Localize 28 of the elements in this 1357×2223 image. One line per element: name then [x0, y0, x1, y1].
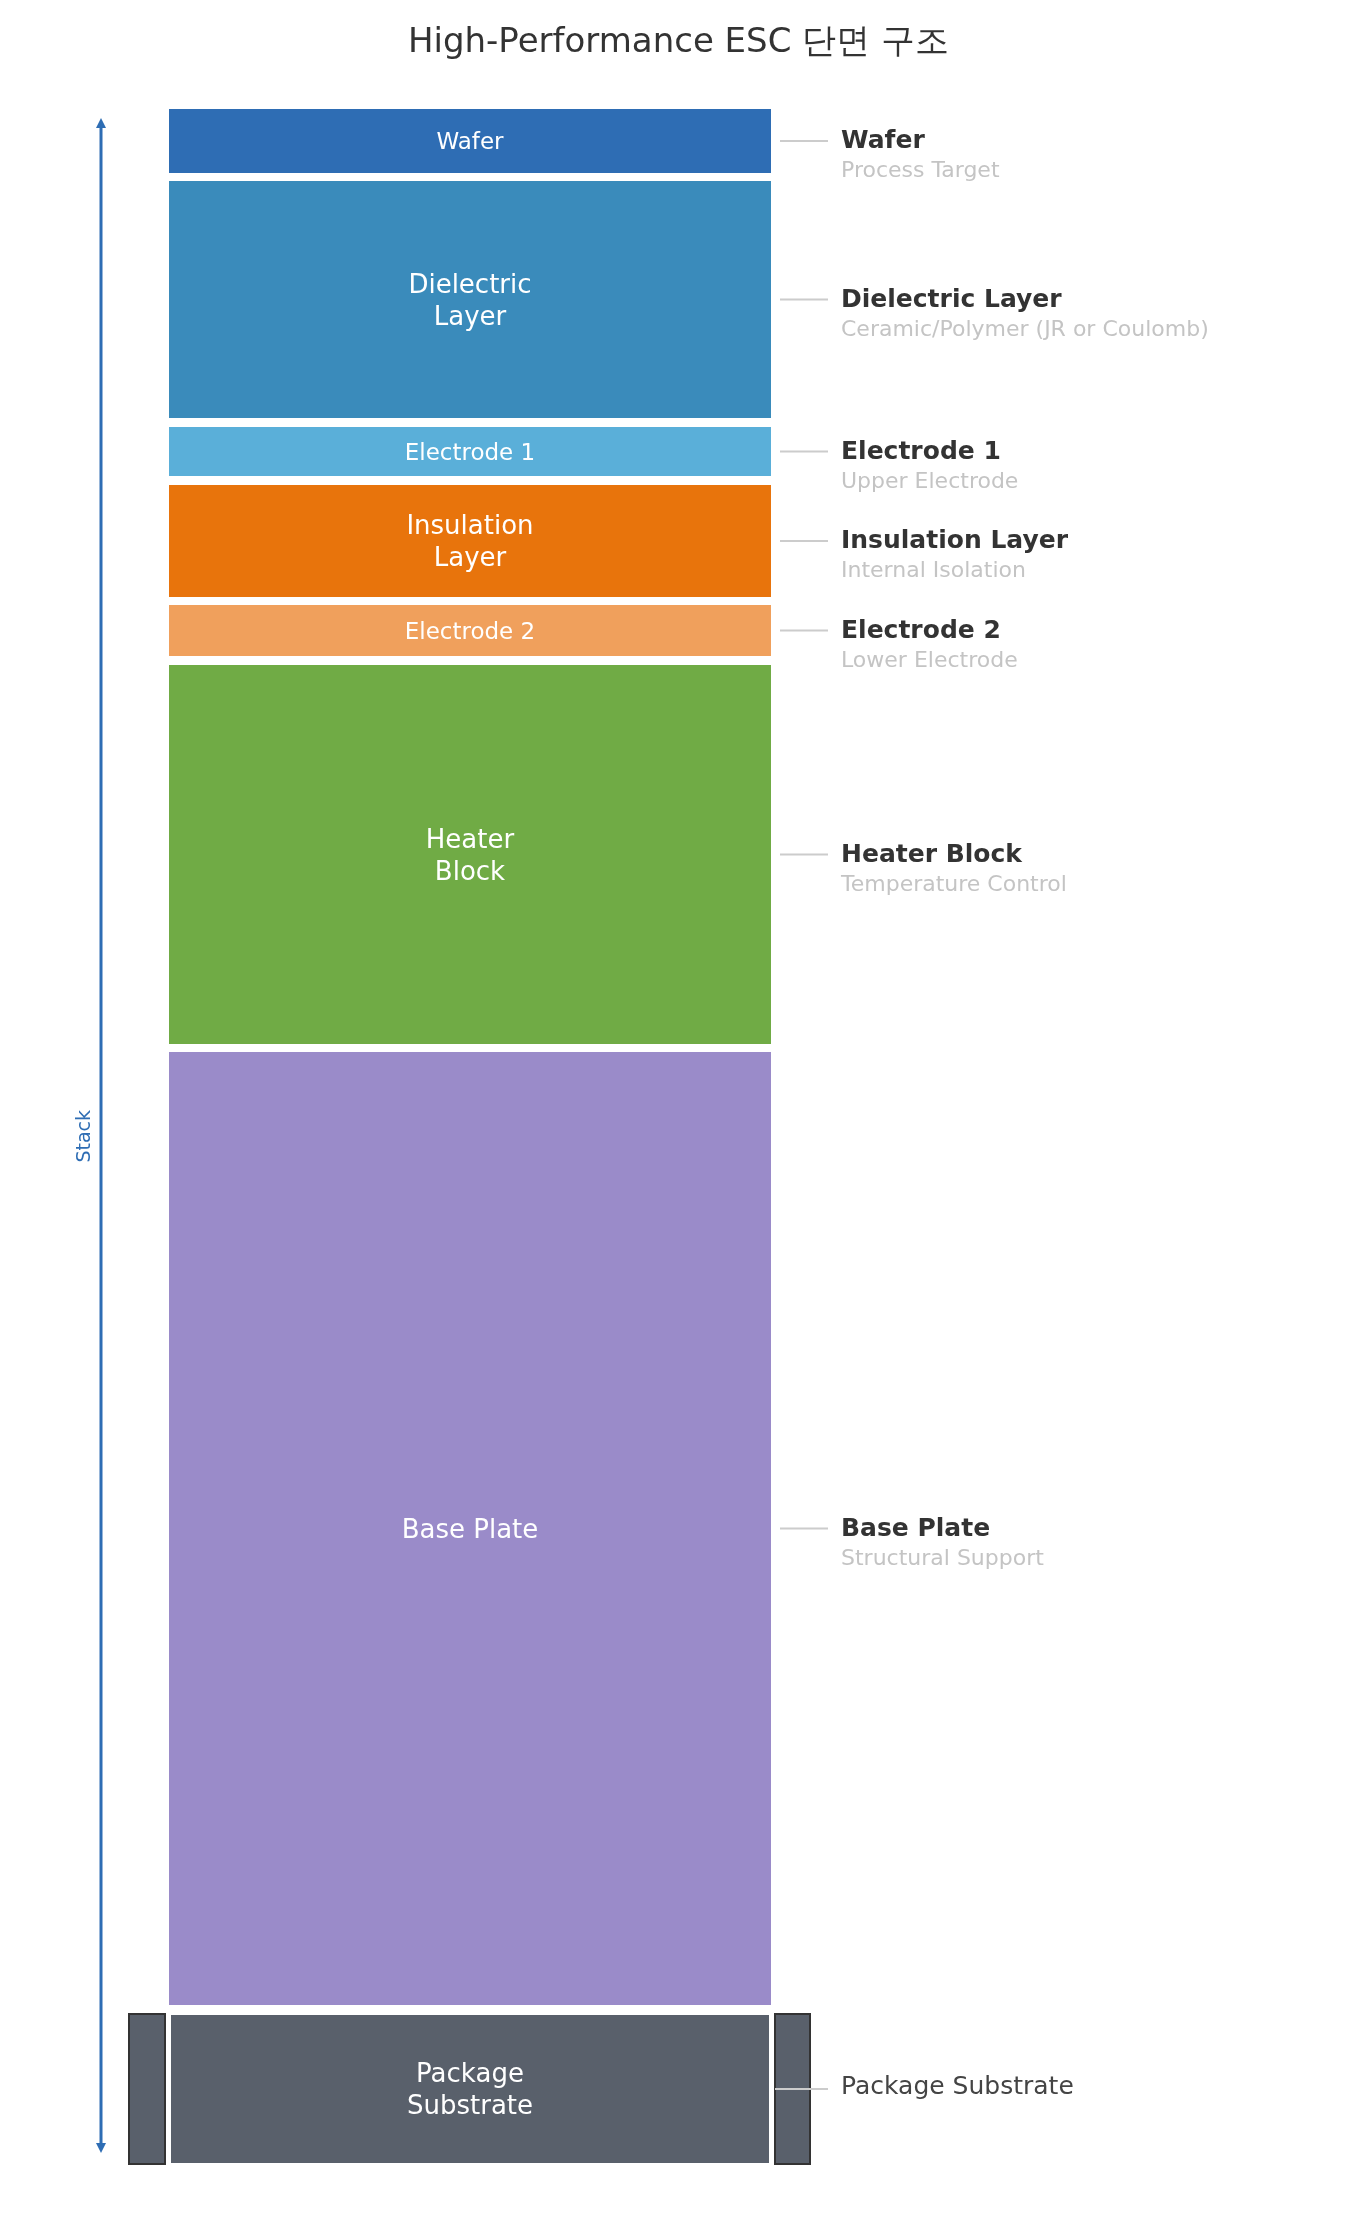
callout-label: Base Plate Structural Support [828, 1511, 1044, 1572]
leader-line [779, 1527, 829, 1530]
callout-label: Electrode 1 Upper Electrode [828, 434, 1019, 495]
leader-line [779, 298, 829, 301]
leader-line [779, 853, 829, 856]
callout-label: Insulation Layer Internal Isolation [828, 524, 1069, 584]
callout-label: Package Substrate [828, 2072, 1074, 2100]
leader-line [779, 140, 829, 142]
package-substrate: Package Substrate [169, 2013, 771, 2165]
electrode-layer: Electrode 1 [169, 427, 771, 476]
leader-line [779, 540, 829, 542]
callout-label: Electrode 2 Lower Electrode [828, 613, 1018, 674]
callout-label: Dielectric Layer Ceramic/Polymer (JR or Coulomb) [828, 282, 1209, 343]
insulation-layer: Insulation Layer [169, 485, 771, 597]
clamp-block [774, 2013, 811, 2165]
callout-label: Wafer Process Target [828, 124, 1000, 184]
base-plate: Base Plate [169, 1052, 771, 2005]
wafer-layer: Wafer [169, 109, 771, 173]
diagram-title: High-Performance ESC 단면 구조 [406, 19, 951, 62]
leader-line [774, 2088, 829, 2090]
clamp-block [128, 2013, 166, 2165]
electrode-layer: Electrode 2 [169, 605, 771, 656]
heater-block: Heater Block [169, 665, 771, 1044]
leader-line [779, 450, 829, 453]
callout-label: Heater Block Temperature Control [828, 837, 1067, 898]
leader-line [779, 629, 829, 632]
axis-label: Stack [72, 1110, 94, 1163]
dielectric-layer: Dielectric Layer [169, 181, 771, 418]
